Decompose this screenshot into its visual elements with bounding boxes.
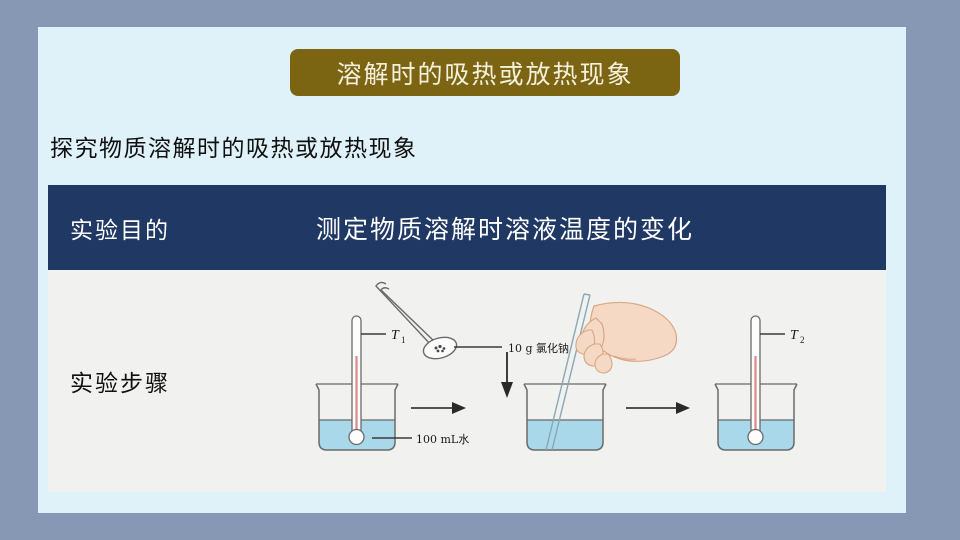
arrow-right-icon: [626, 402, 690, 414]
experiment-figure: 10 g 氯化钠: [315, 281, 805, 451]
slide-canvas: 溶解时的吸热或放热现象 探究物质溶解时的吸热或放热现象 实验目的 测定物质溶解时…: [38, 27, 906, 513]
water-callout: 100 mL水: [372, 433, 469, 446]
row-label-purpose: 实验目的: [70, 217, 170, 244]
arrow-right-icon: [411, 402, 466, 414]
beaker-with-thermometer-icon: T 2: [714, 315, 805, 451]
table-row-purpose: 实验目的 测定物质溶解时溶液温度的变化: [48, 185, 886, 270]
solute-label: 10 g 氯化钠: [508, 341, 569, 355]
temp-after-sub: 2: [800, 335, 805, 345]
title-banner-text: 溶解时的吸热或放热现象: [336, 59, 634, 89]
content-table: 实验目的 测定物质溶解时溶液温度的变化 实验步骤: [48, 185, 886, 495]
page-subtitle: 探究物质溶解时的吸热或放热现象: [50, 136, 418, 162]
beaker-with-stirring-rod-icon: [523, 293, 607, 451]
temp-after-label: T: [790, 328, 799, 343]
beaker-with-thermometer-icon: T 1: [315, 315, 406, 451]
hand-holding-rod-icon: [575, 301, 678, 374]
temp-before-label: T: [391, 328, 400, 343]
spatula-with-salt-icon: [375, 281, 458, 360]
experiment-diagram-cell: 10 g 氯化钠: [315, 270, 886, 492]
temp-before-sub: 1: [401, 335, 406, 345]
row-label-steps: 实验步骤: [70, 371, 170, 397]
solute-callout: 10 g 氯化钠: [454, 341, 569, 355]
arrow-down-icon: [501, 352, 513, 398]
table-row-steps: 实验步骤: [48, 270, 886, 492]
row-value-purpose: 测定物质溶解时溶液温度的变化: [316, 214, 695, 244]
water-label: 100 mL水: [416, 433, 469, 446]
title-banner: 溶解时的吸热或放热现象: [290, 49, 680, 96]
